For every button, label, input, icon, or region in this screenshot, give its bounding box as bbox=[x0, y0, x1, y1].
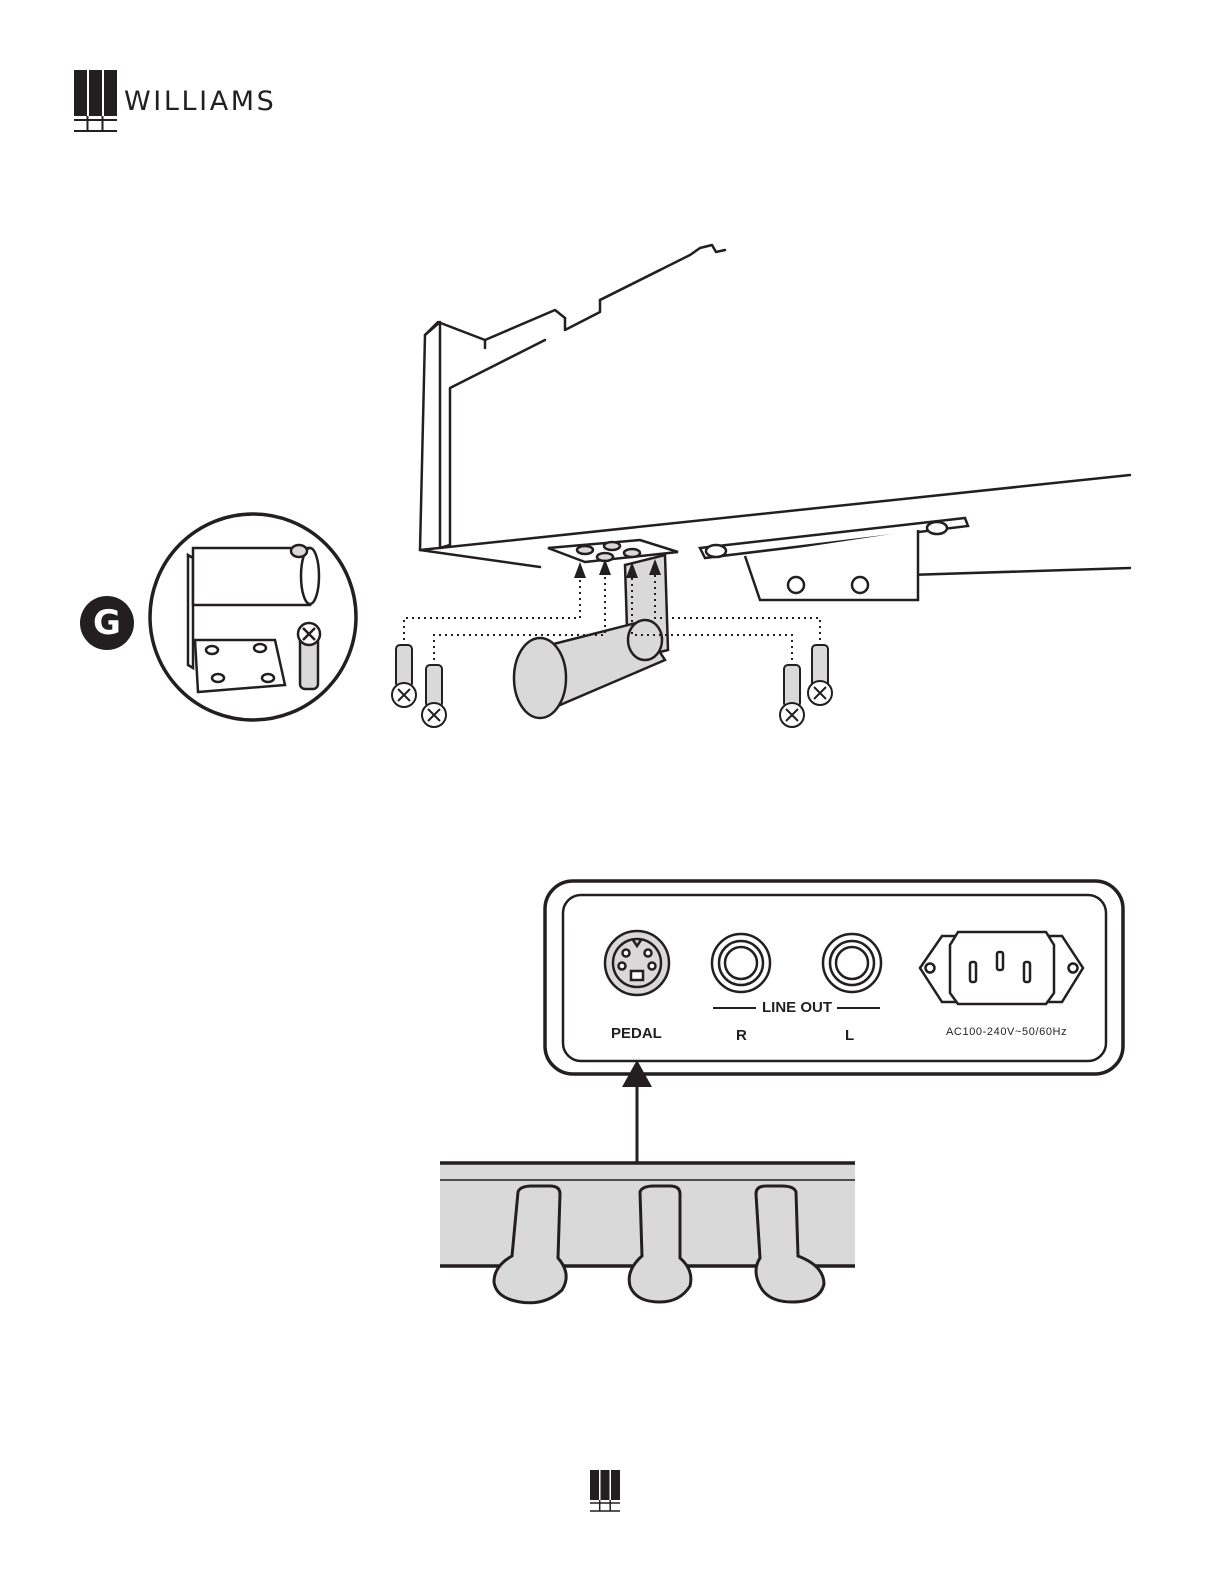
line-out-r-label: R bbox=[736, 1027, 747, 1044]
pedal-jack-icon bbox=[605, 931, 669, 995]
pedal-unit-illustration bbox=[440, 1163, 855, 1303]
piano-keys-logo-icon bbox=[72, 68, 132, 138]
power-inlet-icon bbox=[920, 932, 1083, 1004]
line-out-label: LINE OUT bbox=[762, 999, 832, 1016]
line-out-l-jack-icon bbox=[823, 934, 881, 992]
line-out-l-label: L bbox=[845, 1027, 854, 1044]
pedal-bracket-installation-illustration bbox=[0, 230, 1225, 750]
brand-name: WILLIAMS bbox=[124, 86, 276, 117]
jack-panel-illustration bbox=[0, 870, 1225, 1320]
piano-keys-logo-icon bbox=[588, 1468, 624, 1516]
footer-logo bbox=[588, 1468, 624, 1516]
pedal-jack-label: PEDAL bbox=[611, 1025, 662, 1042]
power-rating-label: AC100-240V~50/60Hz bbox=[946, 1026, 1067, 1038]
line-out-r-jack-icon bbox=[712, 934, 770, 992]
step-badge: G bbox=[80, 596, 134, 650]
